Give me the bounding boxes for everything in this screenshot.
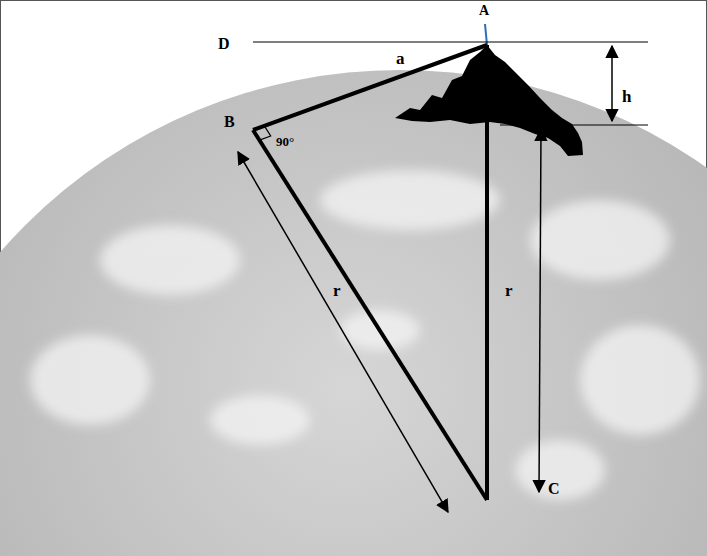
length-label: r bbox=[333, 282, 341, 299]
point-label: A bbox=[479, 4, 489, 18]
point-label: D bbox=[218, 36, 230, 52]
point-label: B bbox=[224, 114, 235, 130]
dimension-arrow bbox=[539, 129, 541, 492]
length-label: h bbox=[622, 88, 631, 105]
dimension-arrow bbox=[611, 46, 613, 121]
tangent-line bbox=[253, 45, 487, 130]
earth-globe bbox=[0, 70, 707, 556]
point-label: C bbox=[548, 481, 560, 497]
clouds bbox=[30, 170, 700, 500]
dimension-arrow bbox=[238, 152, 448, 512]
radius-line bbox=[253, 130, 487, 500]
length-label: r bbox=[505, 282, 513, 299]
right-angle-mark bbox=[259, 126, 270, 140]
base-line bbox=[500, 124, 648, 125]
length-label: a bbox=[396, 50, 405, 67]
radius-line bbox=[485, 45, 489, 500]
horizon-line bbox=[253, 41, 648, 42]
angle-label: 90° bbox=[276, 135, 294, 148]
